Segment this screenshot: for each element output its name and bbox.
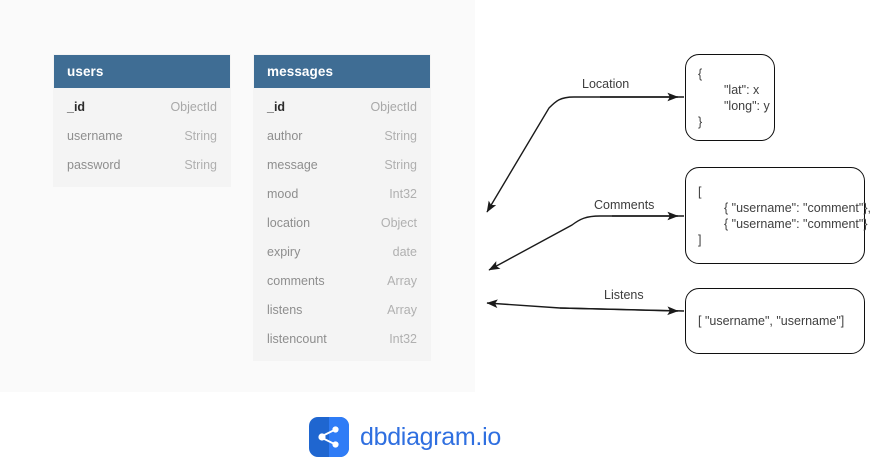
table-users-fields: _id ObjectId username String password St… xyxy=(54,88,230,186)
field-type: Int32 xyxy=(389,331,417,346)
table-row[interactable]: mood Int32 xyxy=(254,179,430,208)
note-line: { xyxy=(698,66,703,81)
table-row[interactable]: message String xyxy=(254,150,430,179)
table-users-title: users xyxy=(67,64,104,79)
field-name: location xyxy=(267,215,311,230)
field-name: mood xyxy=(267,186,299,201)
note-box-comments[interactable]: [ { "username": "comment"}, { "username"… xyxy=(685,167,871,264)
note-line: } xyxy=(698,114,703,129)
table-messages-fields: _id ObjectId author String message Strin… xyxy=(254,88,430,360)
table-messages-title: messages xyxy=(267,64,334,79)
field-name: expiry xyxy=(267,244,301,259)
table-row[interactable]: password String xyxy=(54,150,230,179)
field-type: date xyxy=(392,244,417,259)
arrow-listens-to-table xyxy=(486,299,685,312)
field-type: Int32 xyxy=(389,186,417,201)
field-type: Object xyxy=(380,215,417,230)
arrow-listens-to-box xyxy=(559,306,679,316)
table-row[interactable]: location Object xyxy=(254,208,430,237)
table-row[interactable]: username String xyxy=(54,121,230,150)
arrow-location-to-table xyxy=(486,96,684,213)
table-row[interactable]: _id ObjectId xyxy=(54,92,230,121)
table-row[interactable]: comments Array xyxy=(254,266,430,295)
table-row[interactable]: expiry date xyxy=(254,237,430,266)
brand-name: dbdiagram.io xyxy=(360,422,501,451)
field-type: String xyxy=(184,157,217,172)
note-line: [ xyxy=(698,184,702,199)
share-nodes-icon xyxy=(309,417,349,457)
table-row[interactable]: author String xyxy=(254,121,430,150)
field-name: listencount xyxy=(267,331,327,346)
note-box-location[interactable]: { "lat": x "long": y } xyxy=(685,54,775,141)
field-type: ObjectId xyxy=(370,99,417,114)
arrow-comments-to-table xyxy=(488,215,684,271)
field-name: author xyxy=(267,128,303,143)
table-row[interactable]: listens Array xyxy=(254,295,430,324)
field-name: message xyxy=(267,157,318,172)
field-name: password xyxy=(67,157,121,172)
note-line: [ "username", "username"] xyxy=(698,314,845,328)
field-type: String xyxy=(184,128,217,143)
arrow-label-comments: Comments xyxy=(594,198,655,212)
field-type: Array xyxy=(387,273,417,288)
field-type: Array xyxy=(387,302,417,317)
field-type: ObjectId xyxy=(170,99,217,114)
field-name: comments xyxy=(267,273,325,288)
field-name: _id xyxy=(67,99,86,114)
note-line: ] xyxy=(698,232,702,247)
dbdiagram-brand[interactable]: dbdiagram.io xyxy=(309,417,501,457)
arrow-label-location: Location xyxy=(582,77,630,91)
table-messages-header[interactable]: messages xyxy=(254,55,430,88)
field-name: _id xyxy=(267,99,286,114)
table-messages[interactable]: messages _id ObjectId author String mess… xyxy=(254,55,430,360)
table-users[interactable]: users _id ObjectId username String passw… xyxy=(54,55,230,186)
note-box-listens[interactable]: [ "username", "username"] xyxy=(685,288,865,354)
field-name: username xyxy=(67,128,123,143)
field-type: String xyxy=(384,128,417,143)
note-line: { "username": "comment"}, xyxy=(724,200,871,215)
arrow-label-listens: Listens xyxy=(604,288,644,302)
field-type: String xyxy=(384,157,417,172)
note-line: "lat": x xyxy=(724,82,760,97)
table-row[interactable]: _id ObjectId xyxy=(254,92,430,121)
field-name: listens xyxy=(267,302,303,317)
note-line: "long": y xyxy=(724,98,770,113)
note-line: { "username": "comment"} xyxy=(724,216,868,231)
table-users-header[interactable]: users xyxy=(54,55,230,88)
table-row[interactable]: listencount Int32 xyxy=(254,324,430,353)
